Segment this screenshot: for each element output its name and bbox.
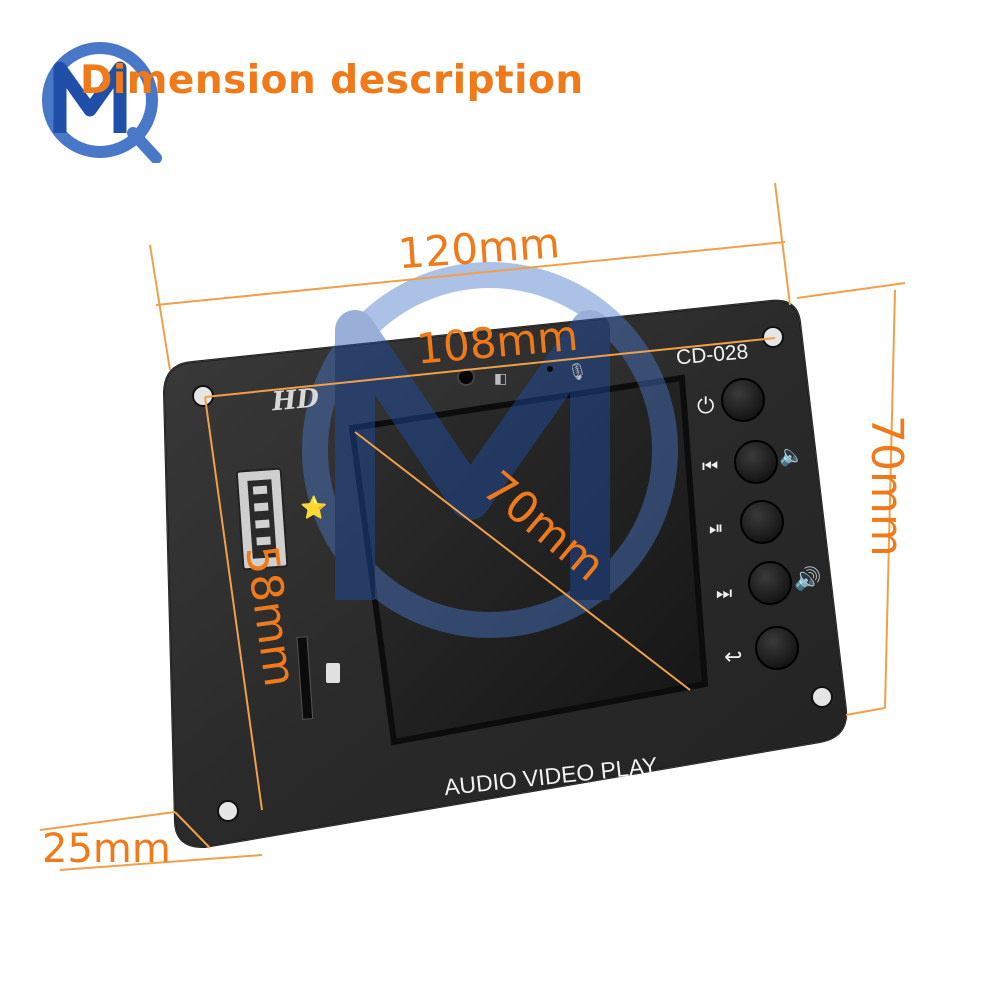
previous-button[interactable] (734, 440, 778, 484)
mounting-hole (762, 326, 784, 348)
usb-port[interactable] (235, 467, 289, 571)
power-button[interactable] (721, 378, 765, 422)
microphone-icon: 🎙 (567, 363, 587, 381)
mounting-hole (217, 800, 239, 822)
volume-up-icon: 🔊 (794, 565, 821, 592)
mounting-hole (811, 686, 833, 708)
power-icon: ⏻ (697, 393, 714, 418)
overall-height-label: 70mm (861, 415, 912, 557)
usb-icon: ⭐ (300, 495, 327, 520)
next-icon: ⏭ (716, 583, 732, 603)
play-pause-button[interactable] (740, 500, 784, 544)
next-button[interactable] (748, 561, 792, 605)
watermark-logo-icon (302, 262, 678, 638)
ir-receiver-icon: ◧ (494, 370, 507, 386)
overall-width-label: 120mm (396, 218, 561, 278)
play-pause-icon: ⏯ (709, 518, 723, 538)
back-icon: ↩ (724, 644, 742, 669)
lcd-screen (348, 374, 709, 746)
sd-card-slot[interactable] (296, 636, 314, 720)
depth-label: 25mm (42, 826, 171, 872)
previous-icon: ⏮ (702, 456, 718, 476)
sd-card-icon (326, 663, 340, 683)
indicator-led-icon (547, 366, 553, 372)
mq-logo-icon (42, 42, 162, 163)
control-buttons (721, 378, 799, 670)
back-button[interactable] (755, 626, 799, 670)
volume-down-icon: 🔈 (779, 445, 804, 467)
page-title: Dimension description (80, 58, 584, 103)
dimension-lines (39, 182, 906, 871)
